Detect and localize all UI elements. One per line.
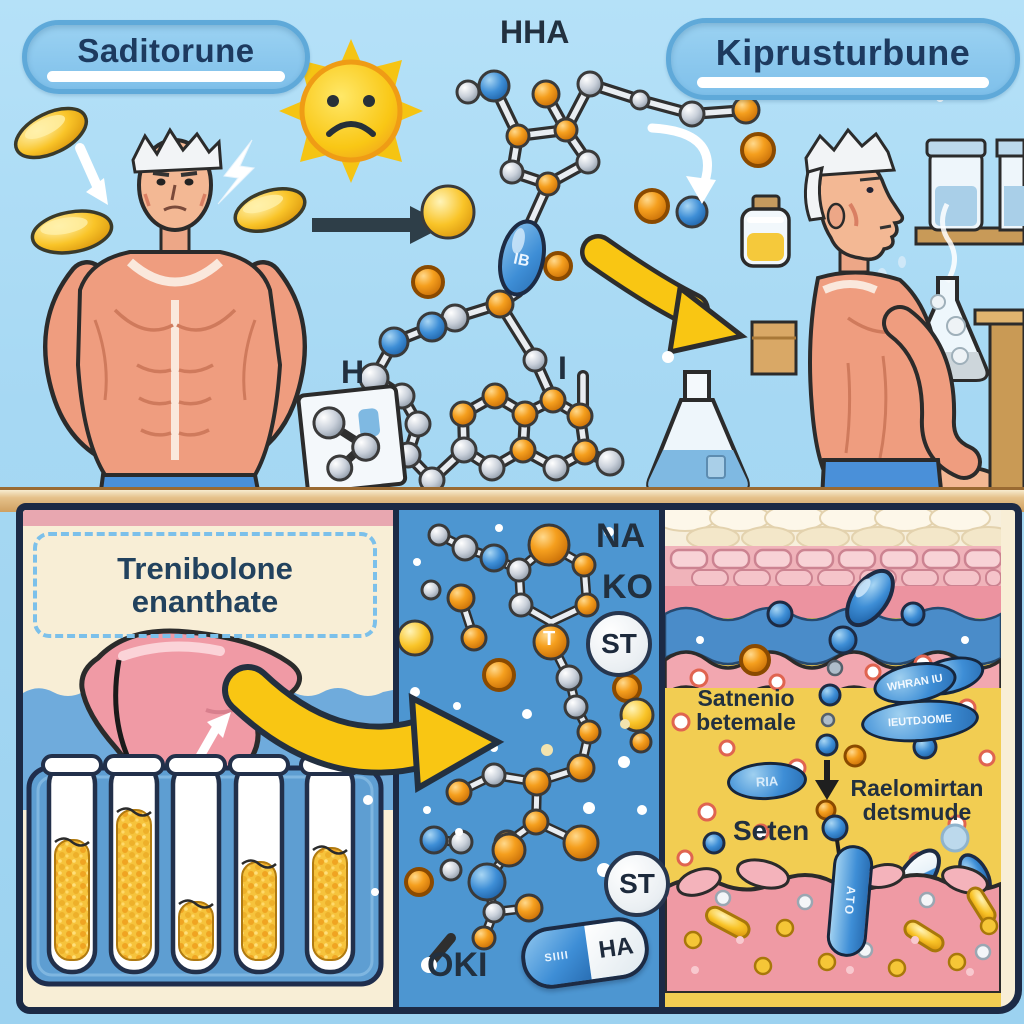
molecule-illustration: IB — [358, 69, 776, 494]
jar-icon — [995, 138, 1024, 232]
testtube-icon — [228, 754, 290, 975]
st-badge-bottom: ST — [604, 851, 670, 917]
right-title-label: Kiprusturbune — [715, 32, 971, 73]
seten-label: Seten — [733, 815, 810, 846]
dropper-tube — [113, 659, 132, 762]
arrow-yellow-down-icon — [580, 234, 748, 356]
liver-testtubes-illustration — [23, 510, 393, 987]
tissue-label-line1: Satnenio — [697, 685, 795, 711]
tissue-granules — [683, 916, 999, 978]
chain-nodes — [399, 523, 655, 951]
molecule-nodes — [358, 69, 776, 494]
pink-strip — [23, 510, 393, 526]
trenbolone-label-box: Trenibolone enanthate — [33, 532, 377, 638]
badge-underline — [47, 71, 285, 82]
panel-dissolution: NA KO ST T ST OKI SIIII HA — [393, 510, 670, 1007]
left-muscular-figure — [43, 127, 307, 505]
cardboard-box-icon — [750, 320, 798, 376]
testtube-icon — [103, 754, 165, 975]
tissue-label: Satnenio betemale — [688, 686, 804, 734]
lightning-icon — [217, 139, 256, 205]
bottom-panels-frame: Trenibolone enanthate — [16, 503, 1022, 1014]
deep-tissue-label: Raelomirtan detsmude — [841, 776, 993, 824]
panel-trenbolone: Trenibolone enanthate — [23, 510, 393, 1007]
seated-figure — [802, 127, 1005, 505]
erlenmeyer-flask-icon — [646, 370, 750, 494]
panel-skin: Satnenio betemale WHRAN IU IEUTDJOME RIA… — [665, 510, 1001, 1007]
deep-label-line2: detsmude — [862, 799, 972, 826]
left-title-label: Saditorune — [77, 32, 255, 69]
jar-icon — [925, 138, 987, 232]
capsule-white-half: HA — [584, 917, 649, 980]
trenbolone-line1: Trenibolone — [117, 550, 293, 586]
molecule-label-hha: HHA — [500, 14, 570, 50]
vial-icon — [740, 194, 791, 268]
penetrating-pill-chain — [815, 569, 895, 855]
molecule-label-i: I — [558, 350, 567, 386]
desk-icon — [973, 308, 1024, 505]
left-title-badge: Saditorune — [22, 20, 310, 94]
wall-shelf — [914, 138, 1024, 246]
right-title-badge: Kiprusturbune — [666, 18, 1020, 100]
badge-underline — [697, 77, 989, 88]
label-ko: KO — [602, 568, 653, 606]
tissue-label-line2: betemale — [696, 709, 796, 736]
tablet-icon — [13, 106, 307, 255]
capsule-node-icon: IB — [498, 219, 546, 297]
node-t-label: T — [543, 628, 556, 650]
arrow-down-icon — [75, 143, 108, 205]
molecule-chain-illustration — [399, 523, 655, 973]
arrow-curved-white-icon — [647, 123, 716, 204]
label-oki: OKI — [427, 946, 488, 984]
testtube-icon — [41, 754, 103, 975]
testtube-icon — [165, 754, 227, 975]
sun-sad-icon — [279, 39, 423, 183]
top-scene-illustration: IB — [13, 69, 1024, 505]
st-badge-top: ST — [586, 611, 652, 677]
molecule-label-h: H — [341, 354, 365, 390]
molecule-card-icon — [296, 384, 408, 495]
receptor-dots — [671, 654, 996, 869]
arrow-yellow-bridge-icon — [222, 664, 505, 793]
bubble-dot — [662, 351, 674, 363]
trenbolone-line2: enanthate — [131, 584, 279, 619]
capsule-blue-half: SIIII — [521, 925, 592, 989]
deep-label-line1: Raelomirtan — [850, 775, 984, 801]
label-na: NA — [596, 517, 646, 555]
svg-text:IB: IB — [512, 250, 531, 270]
